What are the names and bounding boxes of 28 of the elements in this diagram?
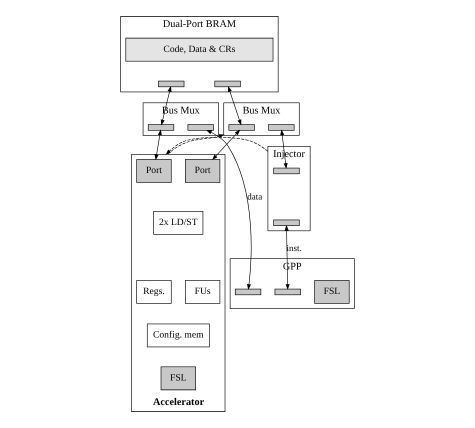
node-bar bbox=[158, 80, 184, 88]
arrow bbox=[280, 129, 288, 169]
node-bar bbox=[274, 288, 301, 296]
node-box: Config. mem bbox=[146, 324, 210, 348]
arrow bbox=[284, 224, 290, 290]
arrow bbox=[166, 137, 268, 155]
node-bar bbox=[273, 220, 300, 226]
node-bar bbox=[214, 80, 241, 88]
node-box: Port bbox=[136, 159, 172, 183]
node-box: FSL bbox=[314, 280, 350, 304]
node-bar bbox=[268, 124, 294, 131]
node-box: Port bbox=[185, 159, 220, 183]
arrow bbox=[167, 134, 225, 155]
arrow bbox=[228, 86, 242, 126]
arrow bbox=[212, 130, 240, 160]
node-bar bbox=[228, 124, 255, 131]
node-bar bbox=[148, 124, 174, 131]
arrow bbox=[154, 129, 162, 160]
node-box: 2x LD/ST bbox=[153, 210, 204, 235]
node-bar bbox=[188, 124, 214, 131]
node-bar bbox=[234, 288, 262, 296]
node-box: Regs. bbox=[136, 280, 172, 304]
node-box: FSL bbox=[160, 366, 196, 390]
edge-label: data bbox=[247, 191, 262, 202]
node-box: FUs bbox=[185, 280, 220, 304]
node-box: Code, Data & CRs bbox=[125, 38, 274, 62]
node-bar bbox=[273, 168, 300, 174]
arrow bbox=[206, 130, 252, 290]
